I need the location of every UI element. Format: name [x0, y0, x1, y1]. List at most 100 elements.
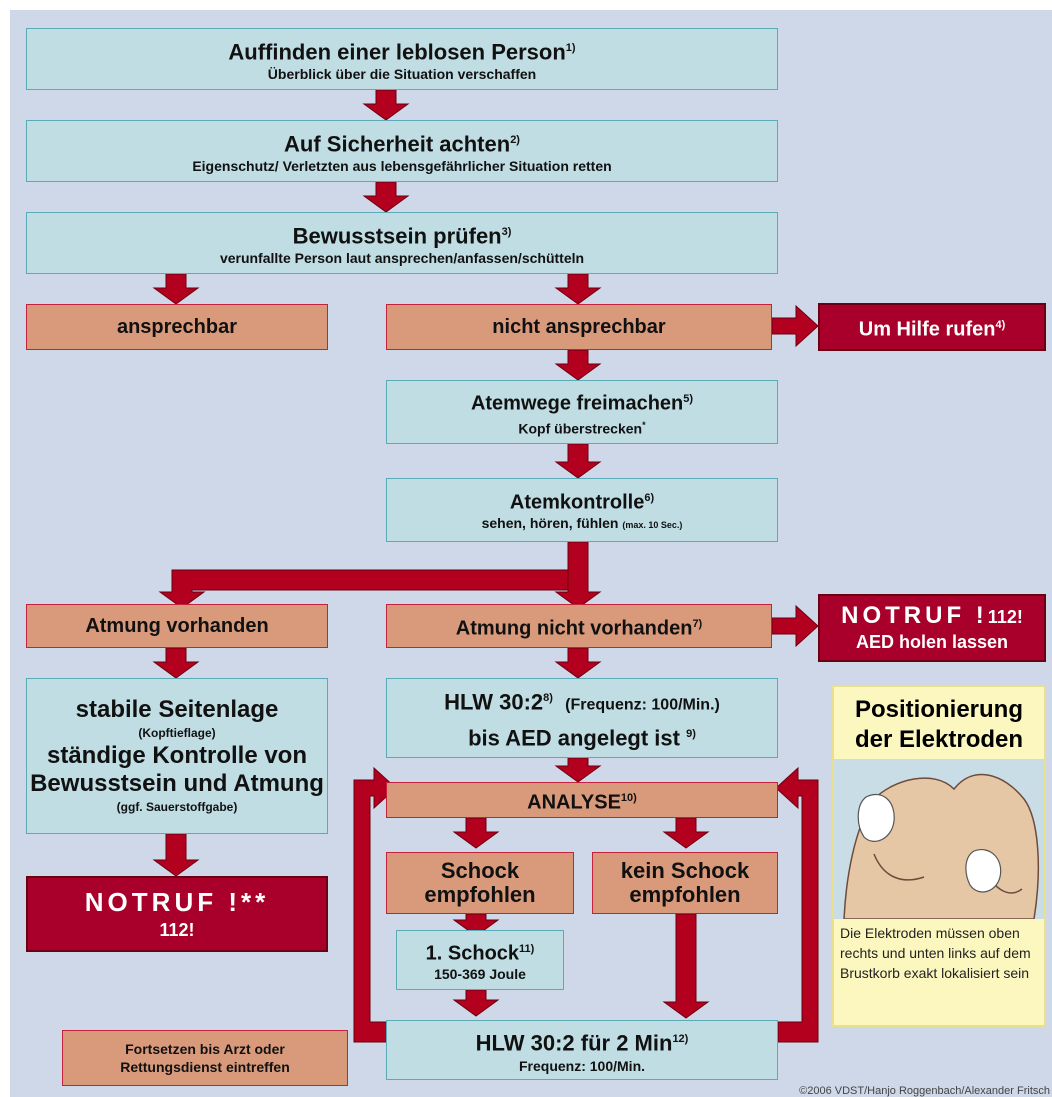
arrow-unresponsive-help	[771, 304, 819, 348]
step-conscious: Bewusstsein prüfen3) verunfallte Person …	[26, 212, 778, 274]
electrode-upper-right	[857, 793, 895, 842]
footnote-8: 8)	[543, 692, 553, 705]
footnote-11: 11)	[519, 942, 535, 955]
step-airway-sub: Kopf überstrecken	[518, 420, 643, 437]
arrow-hlw-analyse	[554, 757, 602, 783]
step-first-shock: 1. Schock11) 150-369 Joule	[396, 930, 564, 990]
loop-left	[353, 766, 399, 1043]
decision-unresponsive: nicht ansprechbar	[386, 304, 772, 350]
footnote-1: 1)	[565, 41, 576, 54]
continue-line1: Fortsetzen bis Arzt oder	[125, 1041, 285, 1057]
alert-call-help: Um Hilfe rufen4)	[818, 303, 1046, 351]
recovery-line3: Bewusstsein und Atmung	[30, 770, 324, 797]
notruf2-number: 112!	[159, 919, 195, 940]
step-airway: Atemwege freimachen5) Kopf überstrecken*	[386, 380, 778, 444]
torso-illustration	[834, 759, 1044, 919]
step-breath-check: Atemkontrolle6) sehen, hören, fühlen (ma…	[386, 478, 778, 542]
decision-no-shock: kein Schock empfohlen	[592, 852, 778, 914]
step-hlw-2min: HLW 30:2 für 2 Min12) Frequenz: 100/Min.	[386, 1020, 778, 1080]
continue-line2: Rettungsdienst eintreffen	[120, 1059, 290, 1075]
panel-description: Die Elektroden müssen oben rechts und un…	[840, 925, 1031, 981]
step-find-sub: Überblick über die Situation verschaffen	[267, 66, 537, 83]
arrow-conscious-unresponsive	[554, 273, 602, 305]
step-safety: Auf Sicherheit achten2) Eigenschutz/ Ver…	[26, 120, 778, 182]
note-continue: Fortsetzen bis Arzt oder Rettungsdienst …	[62, 1030, 348, 1086]
recovery-line2: ständige Kontrolle von	[46, 742, 307, 769]
alert-notruf-title: NOTRUF !	[841, 602, 988, 629]
arrow-recovery-notruf	[152, 833, 200, 877]
footnote-7: 7)	[692, 617, 703, 630]
step-breath-check-title: Atemkontrolle	[509, 491, 645, 514]
arrow-notbreathing-hlw	[554, 647, 602, 679]
alert-notruf-2: NOTRUF !** 112!	[26, 876, 328, 952]
footnote-12: 12)	[672, 1032, 689, 1045]
hlw-freq: (Frequenz: 100/Min.)	[565, 696, 720, 714]
footnote-4: 4)	[995, 318, 1006, 331]
recovery-sub2: (ggf. Sauerstoffgabe)	[116, 800, 238, 814]
arrow-find-safety	[362, 89, 410, 121]
alert-notruf-number: 112!	[987, 607, 1023, 627]
arrow-breathing-recovery	[152, 647, 200, 679]
electrode-info-panel: Positionierung der Elektroden Die Elektr…	[832, 685, 1046, 1027]
step-recovery: stabile Seitenlage (Kopftieflage) ständi…	[26, 678, 328, 834]
arrow-safety-conscious	[362, 181, 410, 213]
alert-notruf-aed-sub: AED holen lassen	[855, 632, 1009, 652]
step-airway-title: Atemwege freimachen	[470, 392, 684, 415]
recovery-sub1: (Kopftieflage)	[138, 726, 216, 740]
arrow-airway-check	[554, 443, 602, 479]
footnote-2: 2)	[510, 133, 520, 146]
loop-right	[775, 766, 819, 1043]
step-safety-sub: Eigenschutz/ Verletzten aus lebensgefähr…	[192, 158, 612, 175]
analyse-label: ANALYSE	[527, 791, 621, 814]
arrow-analyse-shock	[452, 817, 500, 849]
hlw-line2: bis AED angelegt ist	[468, 724, 680, 750]
hlw2-title: HLW 30:2 für 2 Min	[475, 1030, 673, 1056]
no-shock-line2: empfohlen	[629, 882, 741, 907]
step-conscious-sub: verunfallte Person laut ansprechen/anfas…	[219, 250, 585, 267]
footnote-3: 3)	[501, 225, 512, 238]
panel-title-line2: der Elektroden	[854, 726, 1024, 753]
step-hlw: HLW 30:28) (Frequenz: 100/Min.) bis AED …	[386, 678, 778, 758]
step-find-title: Auffinden einer leblosen Person	[228, 39, 566, 65]
footnote-5: 5)	[683, 392, 694, 405]
arrow-first-hlw2	[452, 989, 500, 1017]
decision-unresponsive-label: nicht ansprechbar	[492, 316, 666, 338]
arrow-notbreathing-notruf	[771, 604, 819, 648]
arrow-check-breathing	[158, 569, 569, 609]
asterisk-mark: *	[642, 419, 646, 430]
notruf2-title: NOTRUF !**	[84, 886, 270, 917]
decision-responsive-label: ansprechbar	[116, 316, 238, 338]
decision-breathing-label: Atmung vorhanden	[85, 615, 269, 637]
copyright-credit: ©2006 VDST/Hanjo Roggenbach/Alexander Fr…	[799, 1085, 1050, 1097]
arrow-conscious-responsive	[152, 273, 200, 305]
first-shock-sub: 150-369 Joule	[434, 966, 526, 983]
hlw2-sub: Frequenz: 100/Min.	[518, 1058, 646, 1075]
shock-line1: Schock	[440, 858, 520, 883]
electrode-lower-left	[965, 849, 1002, 893]
footnote-10: 10)	[620, 791, 637, 804]
step-breath-check-sub: sehen, hören, fühlen	[481, 515, 619, 532]
arrow-unresponsive-airway	[554, 349, 602, 381]
step-find: Auffinden einer leblosen Person1) Überbl…	[26, 28, 778, 90]
arrow-check-notbreathing	[554, 541, 602, 609]
step-analyse: ANALYSE10)	[386, 782, 778, 818]
step-conscious-title: Bewusstsein prüfen	[292, 223, 502, 249]
alert-call-help-label: Um Hilfe rufen	[858, 318, 996, 341]
no-shock-line1: kein Schock	[620, 858, 750, 883]
decision-shock: Schock empfohlen	[386, 852, 574, 914]
footnote-9: 9)	[686, 727, 696, 740]
step-safety-title: Auf Sicherheit achten	[284, 131, 511, 157]
hlw-title: HLW 30:2	[444, 689, 544, 715]
decision-not-breathing-label: Atmung nicht vorhanden	[455, 617, 693, 640]
arrow-noshock-hlw2	[662, 913, 710, 1019]
arrow-shock-first	[452, 913, 500, 937]
decision-responsive: ansprechbar	[26, 304, 328, 350]
first-shock-title: 1. Schock	[425, 942, 520, 965]
step-breath-check-time: (max. 10 Sec.)	[622, 520, 683, 531]
arrow-analyse-noshock	[662, 817, 710, 849]
footnote-6: 6)	[644, 491, 655, 504]
decision-breathing: Atmung vorhanden	[26, 604, 328, 648]
panel-title-line1: Positionierung	[855, 696, 1023, 723]
decision-not-breathing: Atmung nicht vorhanden7)	[386, 604, 772, 648]
